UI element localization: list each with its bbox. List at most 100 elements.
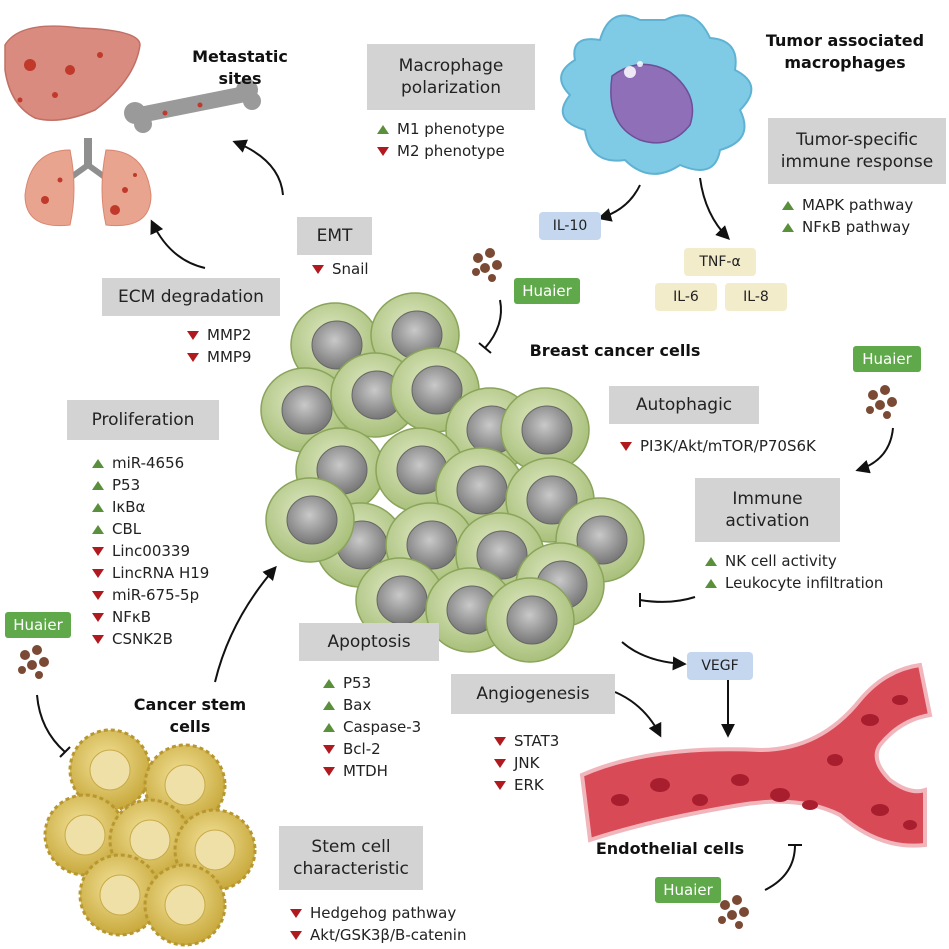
list-item-label: ERK bbox=[514, 776, 544, 794]
stem-cell-nucleus bbox=[194, 829, 236, 871]
liver-icon bbox=[4, 25, 141, 121]
list-item: CSNK2B bbox=[92, 628, 209, 650]
list-item-label: CSNK2B bbox=[112, 630, 173, 648]
huaier-label-bottom: Huaier bbox=[655, 877, 721, 903]
list-emt: Snail bbox=[312, 258, 369, 280]
list-item-label: LincRNA H19 bbox=[112, 564, 210, 582]
up-arrow-icon bbox=[782, 222, 794, 232]
list-item: MMP2 bbox=[187, 324, 251, 346]
list-item-label: miR-675-5p bbox=[112, 586, 200, 604]
huaier-label-left: Huaier bbox=[5, 612, 71, 638]
down-arrow-icon bbox=[92, 634, 104, 644]
list-item: Leukocyte infiltration bbox=[705, 572, 883, 594]
up-arrow-icon bbox=[377, 124, 389, 134]
stem-cell-nucleus bbox=[99, 874, 141, 916]
box-macrophage-polarization: Macrophage polarization bbox=[367, 44, 535, 110]
list-item-label: JNK bbox=[514, 754, 540, 772]
up-arrow-icon bbox=[92, 524, 104, 534]
title-metastatic-sites: Metastatic sites bbox=[192, 47, 288, 88]
list-item: Linc00339 bbox=[92, 540, 209, 562]
box-autophagic: Autophagic bbox=[609, 386, 759, 424]
list-item: Snail bbox=[312, 258, 369, 280]
down-arrow-icon bbox=[323, 744, 335, 754]
list-item: MMP9 bbox=[187, 346, 251, 368]
huaier-label-right: Huaier bbox=[853, 346, 921, 372]
cell-nucleus bbox=[456, 465, 508, 515]
box-tumor-specific-immune-response: Tumor-specific immune response bbox=[768, 118, 946, 184]
list-item: IκBα bbox=[92, 496, 209, 518]
list-item-label: MMP2 bbox=[207, 326, 252, 344]
list-item: miR-675-5p bbox=[92, 584, 209, 606]
down-arrow-icon bbox=[92, 546, 104, 556]
list-item-label: Hedgehog pathway bbox=[310, 904, 457, 922]
down-arrow-icon bbox=[290, 908, 302, 918]
box-angiogenesis: Angiogenesis bbox=[451, 674, 615, 714]
list-item: NFκB pathway bbox=[782, 216, 913, 238]
list-item-label: miR-4656 bbox=[112, 454, 185, 472]
up-arrow-icon bbox=[323, 722, 335, 732]
list-item-label: IκBα bbox=[112, 498, 146, 516]
bone-icon bbox=[124, 79, 261, 133]
title-cancer-stem-cells: Cancer stem cells bbox=[133, 695, 247, 736]
list-item-label: NK cell activity bbox=[725, 552, 837, 570]
title-breast-cancer-cells: Breast cancer cells bbox=[529, 341, 701, 360]
box-immune-activation: Immune activation bbox=[695, 478, 840, 542]
cell-nucleus bbox=[476, 530, 528, 580]
title-tumor-associated-macrophages: Tumor associated macrophages bbox=[765, 31, 925, 72]
list-autophagic: PI3K/Akt/mTOR/P70S6K bbox=[620, 435, 816, 457]
box-proliferation: Proliferation bbox=[67, 400, 219, 440]
huaier-label-top: Huaier bbox=[514, 278, 580, 304]
list-item-label: M1 phenotype bbox=[397, 120, 505, 138]
list-item-label: STAT3 bbox=[514, 732, 560, 750]
down-arrow-icon bbox=[312, 264, 324, 274]
cell-nucleus bbox=[576, 515, 628, 565]
up-arrow-icon bbox=[92, 502, 104, 512]
list-item-label: Bax bbox=[343, 696, 372, 714]
list-item: M1 phenotype bbox=[377, 118, 505, 140]
list-item: JNK bbox=[494, 752, 559, 774]
box-ecm-degradation: ECM degradation bbox=[102, 278, 280, 316]
arrows bbox=[36, 139, 894, 891]
list-item-label: Akt/GSK3β/B-catenin bbox=[310, 926, 467, 944]
tag-vegf: VEGF bbox=[687, 652, 753, 680]
down-arrow-icon bbox=[494, 780, 506, 790]
cell-nucleus bbox=[281, 385, 333, 435]
stem-cell-nucleus bbox=[129, 819, 171, 861]
list-item: CBL bbox=[92, 518, 209, 540]
list-item: M2 phenotype bbox=[377, 140, 505, 162]
down-arrow-icon bbox=[377, 146, 389, 156]
down-arrow-icon bbox=[494, 758, 506, 768]
cell-nucleus bbox=[286, 495, 338, 545]
stem-cell-nucleus bbox=[89, 749, 131, 791]
list-item: PI3K/Akt/mTOR/P70S6K bbox=[620, 435, 816, 457]
down-arrow-icon bbox=[92, 568, 104, 578]
up-arrow-icon bbox=[705, 578, 717, 588]
list-item-label: M2 phenotype bbox=[397, 142, 505, 160]
cell-nucleus bbox=[521, 405, 573, 455]
list-item-label: P53 bbox=[343, 674, 372, 692]
list-item-label: CBL bbox=[112, 520, 142, 538]
down-arrow-icon bbox=[187, 330, 199, 340]
box-emt: EMT bbox=[297, 217, 372, 255]
blood-vessel-icon bbox=[579, 662, 933, 848]
up-arrow-icon bbox=[92, 480, 104, 490]
list-item: MAPK pathway bbox=[782, 194, 913, 216]
list-item: Akt/GSK3β/B-catenin bbox=[290, 924, 466, 946]
up-arrow-icon bbox=[705, 556, 717, 566]
breast-cancer-cells-icon bbox=[260, 292, 645, 663]
tag-il-8: IL-8 bbox=[725, 283, 787, 311]
down-arrow-icon bbox=[290, 930, 302, 940]
title-endothelial-cells: Endothelial cells bbox=[595, 839, 745, 858]
stem-cell-nucleus bbox=[64, 814, 106, 856]
tag-il-10: IL-10 bbox=[539, 212, 601, 240]
box-stem-cell-characteristic: Stem cell characteristic bbox=[279, 826, 423, 890]
list-item: miR-4656 bbox=[92, 452, 209, 474]
list-item: Bcl-2 bbox=[323, 738, 421, 760]
list-item: ERK bbox=[494, 774, 559, 796]
stem-cell-nucleus bbox=[164, 884, 206, 926]
tag-tnf-alpha: TNF-α bbox=[684, 248, 756, 276]
